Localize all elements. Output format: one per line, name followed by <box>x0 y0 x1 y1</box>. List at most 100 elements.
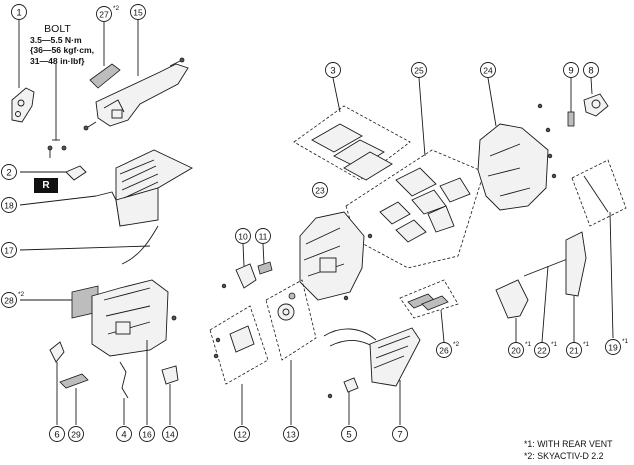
callout-circle <box>1 197 17 213</box>
part-21-rear-duct <box>565 231 587 342</box>
callout-number: 10 <box>238 231 248 241</box>
callout-23: 23 <box>312 182 328 198</box>
callout-circle <box>255 228 271 244</box>
callout-21: 21 *1 <box>566 341 590 358</box>
callout-24: 24 <box>480 62 496 78</box>
callout-circle <box>130 4 146 20</box>
callout-circle <box>392 426 408 442</box>
callout-number: 5 <box>346 429 351 440</box>
callout-number: 12 <box>237 429 247 439</box>
callout-circle <box>1 242 17 258</box>
callout-6: 6 <box>49 426 65 442</box>
callout-circle <box>563 62 579 78</box>
callout-number: 19 <box>608 342 618 352</box>
part-3-vent-ducts <box>293 77 411 181</box>
callout-number: 23 <box>315 185 325 195</box>
callout-29: 29 <box>68 426 84 442</box>
callout-footnote-mark: *1 <box>551 341 558 348</box>
callout-number: 9 <box>568 65 573 76</box>
part-23-heater-unit <box>299 211 373 301</box>
callout-number: 18 <box>4 200 14 210</box>
callout-number: 6 <box>54 429 59 440</box>
callout-circle <box>235 228 251 244</box>
part-19-rod <box>571 159 627 339</box>
callout-number: 28 <box>4 295 14 305</box>
callout-25: 25 <box>411 62 427 78</box>
callout-circle <box>480 62 496 78</box>
callout-number: 2 <box>6 167 11 178</box>
callout-number: 20 <box>511 345 521 355</box>
callout-number: 24 <box>483 65 493 75</box>
callout-circle <box>605 339 621 355</box>
callout-circle <box>162 426 178 442</box>
callout-circle <box>341 426 357 442</box>
callout-14: 14 <box>162 426 178 442</box>
callout-circle <box>411 62 427 78</box>
torque-title: BOLT <box>44 23 71 35</box>
callout-19: 19*1 <box>605 338 629 355</box>
callout-16: 16 <box>139 426 155 442</box>
callout-footnote-mark: *2 <box>113 5 120 12</box>
footnote-rear-vent: *1: WITH REAR VENT <box>524 439 613 449</box>
callout-18: 18 <box>1 197 17 213</box>
callout-number: 26 <box>439 345 449 355</box>
callout-22: 22*1 <box>534 341 558 358</box>
callout-circle <box>283 426 299 442</box>
callout-number: 7 <box>397 429 402 440</box>
callout-circle <box>234 426 250 442</box>
callout-number: 21 <box>569 345 579 355</box>
callout-7: 7 <box>392 426 408 442</box>
callout-20: 20*1 <box>508 341 532 358</box>
part-11-clip <box>257 243 273 275</box>
callout-28: 28*2 <box>1 291 25 308</box>
callout-footnote-mark: *1 <box>583 341 590 348</box>
callout-number: 13 <box>286 429 296 439</box>
part-13-gear-group <box>265 279 317 425</box>
callout-3: 3 <box>325 62 341 78</box>
callout-number: 14 <box>165 429 175 439</box>
callout-number: 3 <box>330 65 335 76</box>
callout-11: 11 <box>255 228 271 244</box>
torque-kgf: {36—56 kgf·cm, <box>30 45 95 55</box>
callout-17: 17 <box>1 242 17 258</box>
callout-circle <box>534 342 550 358</box>
callout-9: 9 <box>563 62 579 78</box>
callout-circle <box>49 426 65 442</box>
callout-circle <box>325 62 341 78</box>
callout-26: 26*2 <box>436 341 460 358</box>
part-26-pads <box>399 279 459 343</box>
torque-leader <box>47 64 67 158</box>
part-7-heater-core <box>323 327 421 425</box>
callout-number: 1 <box>16 7 21 18</box>
callout-12: 12 <box>234 426 250 442</box>
part-12-actuator-group <box>209 305 269 425</box>
callout-number: 15 <box>133 7 143 17</box>
part-14-actuator <box>161 365 179 425</box>
part-10-motor <box>221 243 257 289</box>
footnote-skyactiv: *2: SKYACTIV-D 2.2 <box>524 451 604 461</box>
r-marker-badge: R <box>34 178 58 193</box>
callout-number: 8 <box>588 65 593 76</box>
part-24-upper-case <box>477 77 557 211</box>
callout-8: 8 <box>583 62 599 78</box>
callout-number: 29 <box>71 429 81 439</box>
part-27-pad <box>89 22 121 89</box>
callout-circle <box>116 426 132 442</box>
callout-circle <box>436 342 452 358</box>
callout-number: 17 <box>4 245 14 255</box>
callout-circle <box>68 426 84 442</box>
part-4-pipe <box>119 361 129 425</box>
part-9-link <box>567 78 575 127</box>
part-20-rear-duct <box>495 279 529 342</box>
callout-number: 25 <box>414 65 424 75</box>
callout-2: 2 <box>1 164 17 180</box>
callout-number: 27 <box>99 9 109 19</box>
callout-circle <box>1 292 17 308</box>
callout-number: 11 <box>259 231 268 241</box>
bolt-torque-spec: BOLT 3.5—5.5 N·m {36—56 kgf·cm, 31—48 in… <box>30 24 94 66</box>
callout-circle <box>96 6 112 22</box>
part-2-sensor <box>20 165 87 181</box>
callout-circle <box>1 164 17 180</box>
